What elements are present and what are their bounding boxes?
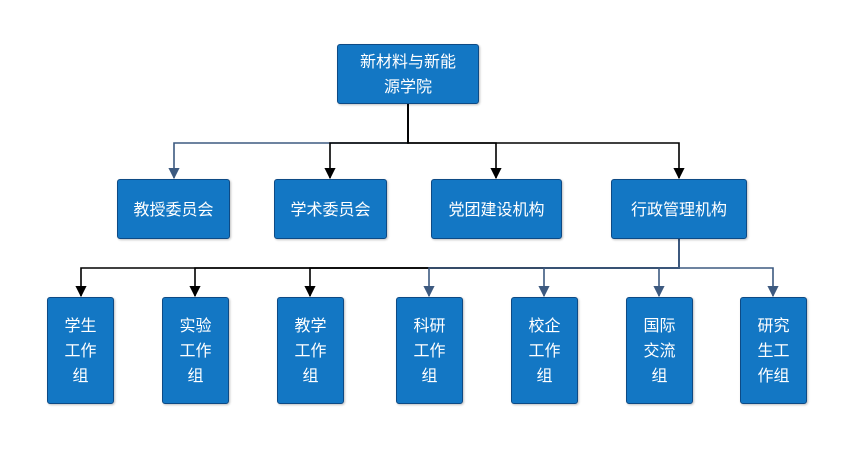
node-label: 教学 工作 组 xyxy=(294,316,327,385)
node-label: 学生 工作 组 xyxy=(64,316,97,385)
node-student-work-group: 学生 工作 组 xyxy=(47,297,114,404)
node-college-label: 新材料与新能 源学院 xyxy=(359,52,456,96)
node-label: 科研 工作 组 xyxy=(413,316,446,385)
node-lab-work-group: 实验 工作 组 xyxy=(162,297,229,404)
node-professor-committee: 教授委员会 xyxy=(117,179,230,239)
node-research-work-group: 科研 工作 组 xyxy=(396,297,463,404)
node-label: 研究 生工 作组 xyxy=(757,316,790,385)
node-label: 实验 工作 组 xyxy=(179,316,212,385)
connector-admin-to-group-6 xyxy=(653,239,680,298)
node-label: 党团建设机构 xyxy=(448,199,545,219)
node-label: 校企 工作 组 xyxy=(528,316,561,385)
node-label: 行政管理机构 xyxy=(630,199,727,219)
node-international-exchange-group: 国际 交流 组 xyxy=(626,297,693,404)
connector-admin-to-group-7 xyxy=(678,239,779,298)
node-label: 学术委员会 xyxy=(290,199,371,219)
node-academic-committee: 学术委员会 xyxy=(274,179,387,239)
node-party-league-organization: 党团建设机构 xyxy=(431,179,562,239)
connector-root-to-committee-3 xyxy=(407,104,502,180)
node-teaching-work-group: 教学 工作 组 xyxy=(277,297,344,404)
node-administration: 行政管理机构 xyxy=(611,179,747,239)
node-industry-work-group: 校企 工作 组 xyxy=(511,297,578,404)
node-label: 教授委员会 xyxy=(133,199,214,219)
node-graduate-work-group: 研究 生工 作组 xyxy=(740,297,807,404)
connector-root-to-committee-1 xyxy=(168,104,409,180)
node-college: 新材料与新能 源学院 xyxy=(337,44,479,104)
node-label: 国际 交流 组 xyxy=(643,316,676,385)
connector-root-to-committee-4 xyxy=(407,104,685,180)
connector-root-to-committee-2 xyxy=(324,104,409,180)
